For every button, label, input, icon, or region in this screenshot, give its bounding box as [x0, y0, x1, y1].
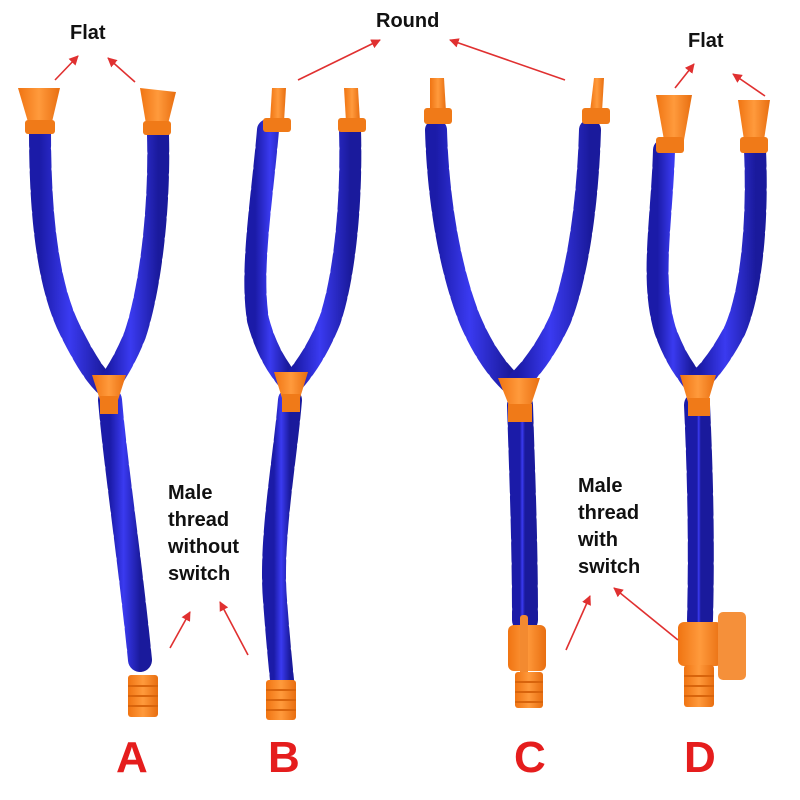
hose-assembly-a [18, 88, 176, 717]
flat-label-right: Flat [688, 30, 724, 52]
caption-line: thread [168, 509, 230, 531]
variant-label-b: B [268, 733, 300, 782]
hose-assembly-c [424, 78, 610, 708]
caption-line: Male [578, 475, 623, 497]
hose-assembly-d [646, 95, 770, 707]
hose-assembly-b [244, 88, 366, 720]
caption-line: switch [578, 556, 641, 578]
variant-label-d: D [684, 733, 716, 782]
male-thread-with-switch-label: Male thread with switch [578, 473, 640, 581]
male-thread-without-switch-label: Male thread without switch [168, 480, 239, 588]
caption-line: switch [168, 563, 231, 585]
flat-label-left: Flat [70, 22, 106, 44]
round-label: Round [376, 10, 440, 32]
variant-label-c: C [514, 733, 546, 782]
caption-line: Male [168, 482, 213, 504]
caption-line: thread [578, 502, 640, 524]
caption-line: with [578, 529, 618, 551]
annotation-arrows [54, 38, 766, 656]
variant-label-a: A [116, 733, 148, 782]
caption-line: without [168, 536, 240, 558]
